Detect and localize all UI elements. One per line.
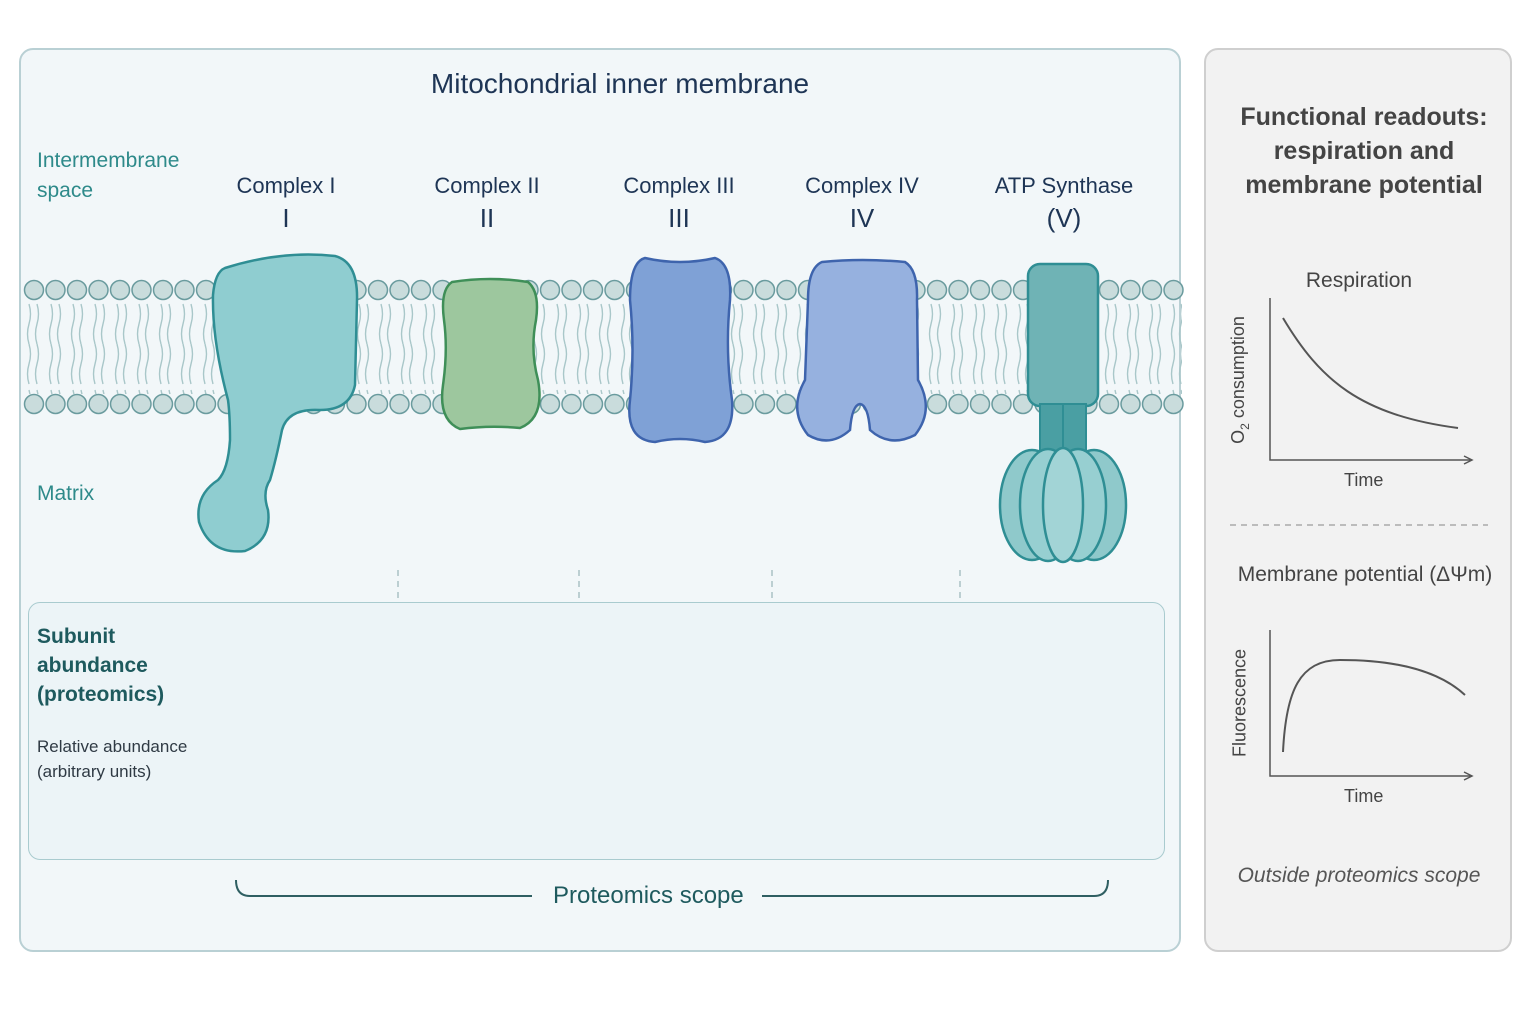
potential-curve: [1282, 658, 1466, 753]
complex-iii-shape: [628, 256, 734, 444]
proteomics-scope-label: Proteomics scope: [553, 882, 744, 909]
lipid-head: [1098, 279, 1120, 301]
lipid-head: [991, 393, 1012, 415]
lipid-head: [604, 393, 625, 415]
ims-line1: Intermembrane: [37, 149, 180, 172]
lipid-head: [969, 393, 991, 415]
lipid-head: [389, 279, 410, 301]
abundance-axis-label: Relative abundance (arbitrary units): [37, 737, 188, 781]
potential-y-label: Fluorescence: [1229, 648, 1250, 758]
lipid-head: [367, 393, 389, 415]
respiration-chart: [1269, 298, 1474, 465]
lipid-head: [561, 279, 582, 301]
lipid-heads-bottom: [23, 393, 1184, 415]
atp-synthase-shape: [998, 262, 1128, 564]
lipid-head: [1141, 393, 1163, 415]
lipid-head: [754, 393, 776, 415]
lipid-head: [733, 393, 754, 415]
page-title: Mitochondrial inner membrane: [430, 68, 810, 99]
lipid-head: [539, 279, 561, 301]
lipid-head: [582, 279, 604, 301]
lipid-head: [152, 393, 174, 415]
lipid-head: [926, 279, 948, 301]
lipid-head: [152, 279, 174, 301]
lipid-head: [561, 393, 582, 415]
lipid-head: [45, 393, 66, 415]
intermembrane-space-label: Intermembrane space: [37, 146, 179, 206]
lipid-head: [776, 279, 797, 301]
lipid-heads-top: [23, 279, 1184, 301]
lipid-head: [991, 279, 1012, 301]
lipid-head: [131, 279, 152, 301]
potential-chart: [1269, 630, 1474, 781]
complex-ii-shape: [440, 277, 541, 431]
lipid-head: [410, 279, 432, 301]
lipid-head: [131, 393, 152, 415]
respiration-title: Respiration: [1305, 269, 1413, 292]
lipid-head: [754, 279, 776, 301]
lipid-head: [45, 279, 66, 301]
outside-scope-label: Outside proteomics scope: [1237, 864, 1481, 887]
subunit-abundance-box: [28, 602, 1165, 860]
lipid-head: [66, 279, 88, 301]
lipid-head: [23, 279, 45, 301]
lipid-head: [582, 393, 604, 415]
lipid-head: [66, 393, 88, 415]
lipid-head: [195, 393, 217, 415]
potential-x-label: Time: [1344, 786, 1384, 806]
respiration-x-label: Time: [1344, 470, 1384, 490]
ims-line2: space: [37, 179, 94, 202]
lipid-head: [367, 279, 389, 301]
potential-title: Membrane potential (ΔΨm): [1237, 563, 1493, 586]
lipid-head: [346, 393, 367, 415]
lipid-head: [1120, 279, 1141, 301]
lipid-head: [109, 279, 131, 301]
lipid-head: [109, 393, 131, 415]
lipid-head: [88, 279, 109, 301]
lipid-head: [88, 393, 109, 415]
lipid-head: [539, 393, 561, 415]
lipid-head: [174, 279, 195, 301]
lipid-head: [23, 393, 45, 415]
lipid-head: [776, 393, 797, 415]
lipid-head: [1141, 279, 1163, 301]
lipid-head: [969, 279, 991, 301]
lipid-head: [948, 279, 969, 301]
complex-iv-shape: [796, 258, 927, 442]
lipid-bilayer: [23, 279, 1184, 415]
lipid-head: [948, 393, 969, 415]
lipid-head: [1120, 393, 1141, 415]
complex-i-shape: [197, 253, 359, 553]
lipid-head: [604, 279, 625, 301]
lipid-head: [410, 393, 432, 415]
atp-synthase-label: ATP Synthase(V): [994, 173, 1134, 233]
lipid-head: [1163, 393, 1184, 415]
lipid-head: [733, 279, 754, 301]
lipid-head: [926, 393, 948, 415]
subunit-abundance-title: Subunit abundance (proteomics): [37, 625, 165, 706]
lipid-head: [1098, 393, 1120, 415]
scope-bracket: [235, 879, 1109, 897]
lipid-head: [1163, 279, 1184, 301]
functional-readouts-title: Functional readouts: respiration and mem…: [1240, 103, 1488, 199]
respiration-y-label: O2 consumption: [1228, 316, 1252, 444]
functional-readouts-panel: [1204, 48, 1512, 952]
lipid-head: [389, 393, 410, 415]
matrix-label: Matrix: [37, 482, 95, 505]
respiration-curve: [1282, 317, 1459, 429]
lipid-head: [174, 393, 195, 415]
